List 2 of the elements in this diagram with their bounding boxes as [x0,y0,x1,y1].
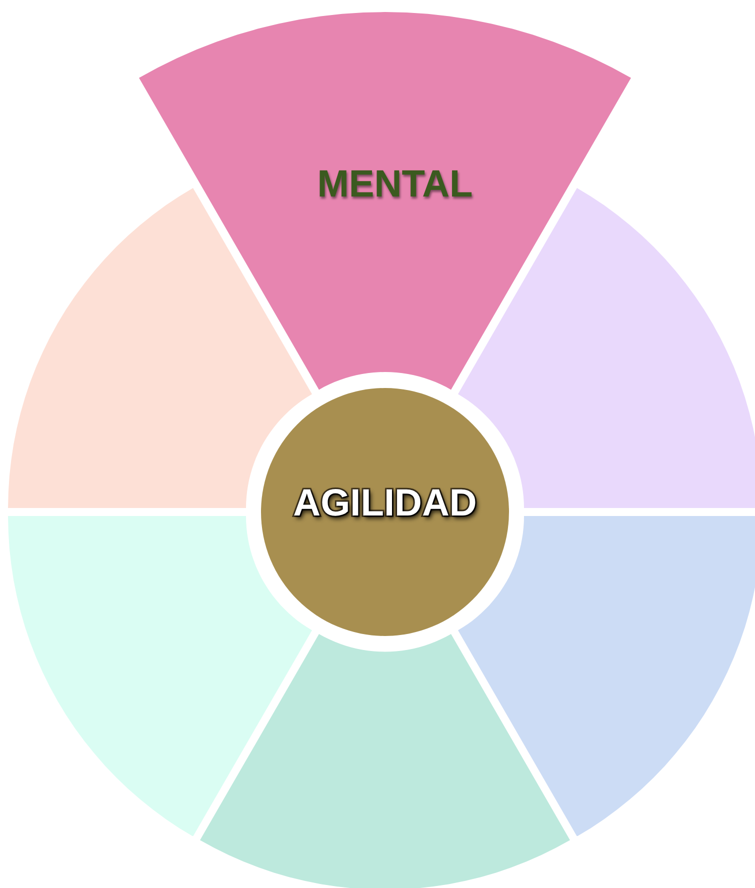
center-label: AGILIDAD [293,482,477,526]
segment-label: MENTAL [317,164,473,206]
